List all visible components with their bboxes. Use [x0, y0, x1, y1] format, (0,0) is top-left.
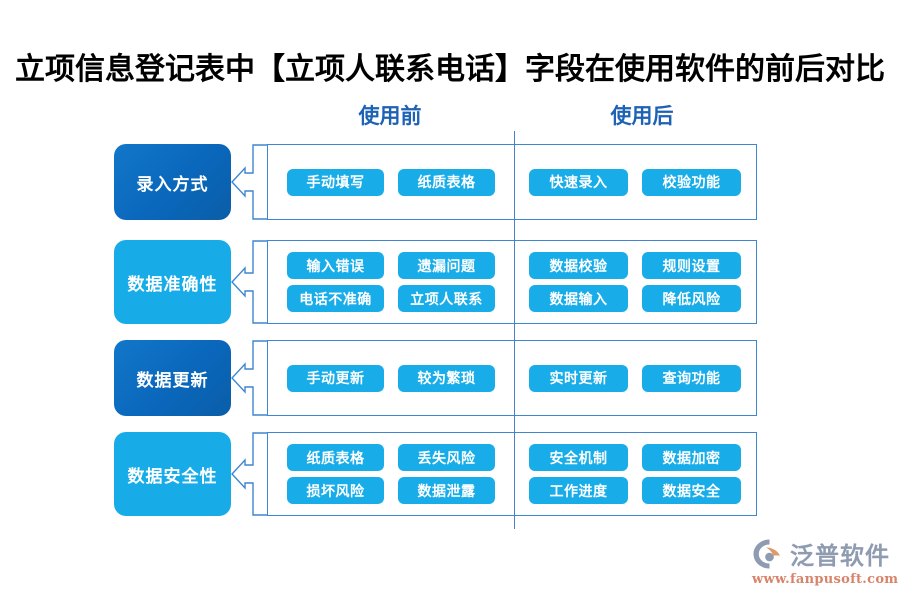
feature-chip[interactable]: 电话不准确: [287, 285, 384, 312]
arrow-bracket-icon: [231, 432, 271, 516]
panel-side-after: 快速录入校验功能: [514, 145, 756, 219]
feature-chip[interactable]: 工作进度: [529, 477, 628, 504]
comparison-row: 录入方式 手动填写纸质表格 快速录入校验功能: [0, 131, 900, 233]
feature-chip[interactable]: 快速录入: [529, 168, 628, 196]
category-label-2[interactable]: 数据准确性: [114, 240, 231, 324]
chip-line: 实时更新查询功能: [529, 364, 741, 392]
comparison-panel: 纸质表格丢失风险损坏风险数据泄露安全机制数据加密工作进度数据安全: [267, 419, 757, 529]
before-after-divider: [514, 227, 515, 337]
panel-side-after: 实时更新查询功能: [514, 341, 756, 415]
arrow-bracket-icon: [231, 340, 271, 416]
page-title: 立项信息登记表中【立项人联系电话】字段在使用软件的前后对比: [15, 52, 885, 87]
feature-chip[interactable]: 纸质表格: [287, 444, 384, 471]
feature-chip[interactable]: 安全机制: [529, 444, 628, 471]
before-after-divider: [514, 131, 515, 233]
feature-chip[interactable]: 丢失风险: [398, 444, 495, 471]
feature-chip[interactable]: 立项人联系: [398, 285, 495, 312]
chip-line: 快速录入校验功能: [529, 168, 741, 196]
comparison-row: 数据准确性输入错误遗漏问题电话不准确立项人联系数据校验规则设置数据输入降低风险: [0, 227, 900, 337]
panel-side-after: 数据校验规则设置数据输入降低风险: [514, 241, 756, 323]
column-header-before: 使用前: [358, 103, 422, 128]
feature-chip[interactable]: 遗漏问题: [398, 252, 495, 279]
chip-line: 数据输入降低风险: [529, 285, 741, 312]
chip-line: 手动填写纸质表格: [287, 168, 495, 196]
arrow-bracket-icon: [231, 240, 271, 324]
panel-side-after: 安全机制数据加密工作进度数据安全: [514, 433, 756, 515]
feature-chip[interactable]: 校验功能: [642, 168, 741, 196]
arrow-bracket-icon: [231, 144, 271, 220]
panel-side-before: 手动更新较为繁琐: [268, 341, 514, 415]
feature-chip[interactable]: 查询功能: [642, 364, 741, 392]
panel-side-before: 输入错误遗漏问题电话不准确立项人联系: [268, 241, 514, 323]
panel-side-before: 纸质表格丢失风险损坏风险数据泄露: [268, 433, 514, 515]
feature-chip[interactable]: 数据泄露: [398, 477, 495, 504]
chip-line: 损坏风险数据泄露: [287, 477, 495, 504]
chip-line: 工作进度数据安全: [529, 477, 741, 504]
feature-chip[interactable]: 损坏风险: [287, 477, 384, 504]
category-label-1[interactable]: 录入方式: [114, 144, 231, 220]
feature-chip[interactable]: 数据输入: [529, 285, 628, 312]
category-label-4[interactable]: 数据安全性: [114, 432, 231, 516]
panel-side-before: 手动填写纸质表格: [268, 145, 514, 219]
brand-logo: 泛普软件 www.fanpusoft.com: [752, 536, 899, 590]
feature-chip[interactable]: 实时更新: [529, 364, 628, 392]
chip-line: 手动更新较为繁琐: [287, 364, 495, 392]
logo-brand-name: 泛普软件: [790, 542, 890, 570]
feature-chip[interactable]: 纸质表格: [398, 168, 495, 196]
logo-row: 泛普软件: [752, 536, 892, 571]
feature-chip[interactable]: 数据安全: [642, 477, 741, 504]
chip-line: 纸质表格丢失风险: [287, 444, 495, 471]
fanpu-logo-icon: [752, 538, 786, 570]
comparison-panel: 手动填写纸质表格 快速录入校验功能: [267, 131, 757, 233]
before-after-divider: [514, 327, 515, 429]
feature-chip[interactable]: 数据加密: [642, 444, 741, 471]
chip-line: 安全机制数据加密: [529, 444, 741, 471]
feature-chip[interactable]: 数据校验: [529, 252, 628, 279]
comparison-panel: 输入错误遗漏问题电话不准确立项人联系数据校验规则设置数据输入降低风险: [267, 227, 757, 337]
chip-line: 输入错误遗漏问题: [287, 252, 495, 279]
logo-website-url: www.fanpusoft.com: [752, 572, 899, 587]
feature-chip[interactable]: 手动填写: [287, 168, 384, 196]
feature-chip[interactable]: 规则设置: [642, 252, 741, 279]
comparison-panel: 手动更新较为繁琐 实时更新查询功能: [267, 327, 757, 429]
column-header-after: 使用后: [610, 103, 674, 128]
chip-line: 电话不准确立项人联系: [287, 285, 495, 312]
feature-chip[interactable]: 降低风险: [642, 285, 741, 312]
feature-chip[interactable]: 手动更新: [287, 364, 384, 392]
feature-chip[interactable]: 较为繁琐: [398, 364, 495, 392]
comparison-row: 数据安全性纸质表格丢失风险损坏风险数据泄露安全机制数据加密工作进度数据安全: [0, 419, 900, 529]
category-label-3[interactable]: 数据更新: [114, 340, 231, 416]
comparison-row: 数据更新 手动更新较为繁琐 实时更新查询功能: [0, 327, 900, 429]
feature-chip[interactable]: 输入错误: [287, 252, 384, 279]
chip-line: 数据校验规则设置: [529, 252, 741, 279]
before-after-divider: [514, 419, 515, 529]
